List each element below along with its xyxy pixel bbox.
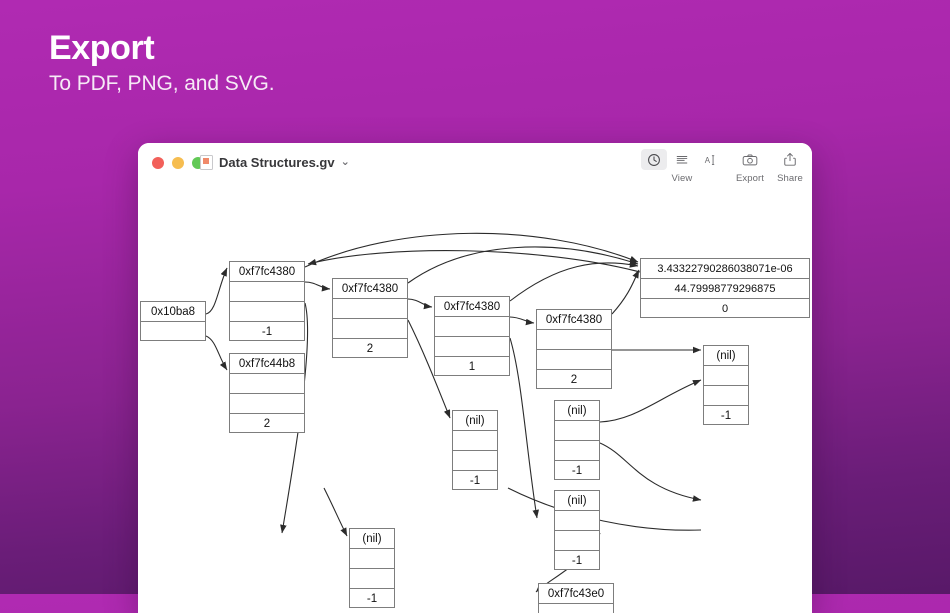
node-cell	[555, 441, 599, 461]
node-cell: 0xf7fc4380	[230, 262, 304, 282]
node-cell: (nil)	[453, 411, 497, 431]
node-cell	[453, 431, 497, 451]
node-cell: 0xf7fc43e0	[539, 584, 613, 604]
share-icon[interactable]	[777, 149, 803, 170]
node-cell: 0x10ba8	[141, 302, 205, 322]
node-cell	[704, 386, 748, 406]
window-toolbar: A View	[640, 149, 804, 184]
text-cursor-icon[interactable]: A	[697, 149, 723, 170]
node-cell: 2	[570, 374, 578, 386]
graph-node-nilB[interactable]: (nil) -1	[554, 400, 600, 480]
node-cell	[141, 322, 205, 342]
history-icon[interactable]	[640, 149, 667, 170]
node-cell	[435, 337, 509, 357]
toolbar-group-share: Share	[776, 149, 804, 184]
graph-node-n1[interactable]: 0xf7fc4380 -1	[229, 261, 305, 341]
toolbar-group-export: Export	[736, 149, 764, 184]
node-cell: 0	[721, 303, 729, 315]
traffic-lights	[152, 157, 204, 169]
node-cell	[333, 319, 407, 339]
node-cell	[350, 549, 394, 569]
close-button[interactable]	[152, 157, 164, 169]
node-cell: 0xf7fc4380	[333, 279, 407, 299]
node-cell	[453, 451, 497, 471]
node-cell: 1	[468, 361, 476, 373]
window-titlebar: Data Structures.gv ⌄	[138, 143, 812, 188]
graph-node-n3[interactable]: 0xf7fc4380 2	[332, 278, 408, 358]
toolbar-group-view: A View	[640, 149, 724, 184]
node-cell	[333, 299, 407, 319]
minimize-button[interactable]	[172, 157, 184, 169]
node-cell: (nil)	[704, 346, 748, 366]
node-cell	[555, 511, 599, 531]
node-cell	[555, 531, 599, 551]
page-title: Export	[49, 29, 155, 67]
graph-node-nilE[interactable]: (nil) -1	[349, 528, 395, 608]
graph-node-n5[interactable]: 0xf7fc4380 2	[536, 309, 612, 389]
list-lines-icon[interactable]	[669, 149, 695, 170]
chevron-down-icon[interactable]: ⌄	[340, 156, 350, 168]
node-cell: (nil)	[350, 529, 394, 549]
node-cell: 3.43322790286038071e-06	[641, 259, 809, 279]
node-cell	[435, 317, 509, 337]
node-cell: -1	[720, 410, 732, 422]
graph-edges	[205, 232, 702, 593]
app-window: Data Structures.gv ⌄	[138, 143, 812, 613]
graph-node-n2[interactable]: 0xf7fc44b8 2	[229, 353, 305, 433]
toolbar-label-export: Export	[735, 173, 764, 184]
svg-text:A: A	[705, 156, 711, 165]
node-cell: -1	[261, 326, 273, 338]
node-cell	[230, 374, 304, 394]
graph-node-n43e0[interactable]: 0xf7fc43e0	[538, 583, 614, 613]
toolbar-label-share: Share	[777, 173, 803, 184]
camera-icon[interactable]	[737, 149, 763, 170]
node-cell	[555, 421, 599, 441]
node-cell: 44.79998779296875	[641, 279, 809, 299]
graph-node-root[interactable]: 0x10ba8	[140, 301, 206, 341]
node-cell: -1	[366, 593, 378, 605]
document-title-group[interactable]: Data Structures.gv ⌄	[200, 155, 350, 170]
node-cell: (nil)	[555, 401, 599, 421]
promo-block: Export To PDF, PNG, and SVG.	[49, 28, 275, 98]
graph-node-nilD[interactable]: (nil) -1	[554, 490, 600, 570]
node-cell: -1	[469, 475, 481, 487]
node-cell: 0xf7fc4380	[435, 297, 509, 317]
toolbar-label-view: View	[671, 173, 693, 184]
node-cell: (nil)	[555, 491, 599, 511]
node-cell: -1	[571, 555, 583, 567]
document-icon	[200, 155, 213, 170]
node-cell	[230, 302, 304, 322]
node-cell	[537, 350, 611, 370]
node-cell	[537, 330, 611, 350]
node-cell	[539, 604, 613, 613]
node-cell	[704, 366, 748, 386]
node-cell: 2	[366, 343, 374, 355]
graph-node-nilA[interactable]: (nil) -1	[703, 345, 749, 425]
node-cell	[350, 569, 394, 589]
node-cell: 0xf7fc4380	[537, 310, 611, 330]
graph-node-n4[interactable]: 0xf7fc4380 1	[434, 296, 510, 376]
document-title: Data Structures.gv	[219, 155, 335, 170]
node-cell: -1	[571, 465, 583, 477]
node-cell: 0xf7fc44b8	[230, 354, 304, 374]
page-subtitle: To PDF, PNG, and SVG.	[49, 72, 275, 95]
node-cell: 2	[263, 418, 271, 430]
node-cell	[230, 282, 304, 302]
graph-node-nilC[interactable]: (nil) -1	[452, 410, 498, 490]
node-cell	[230, 394, 304, 414]
